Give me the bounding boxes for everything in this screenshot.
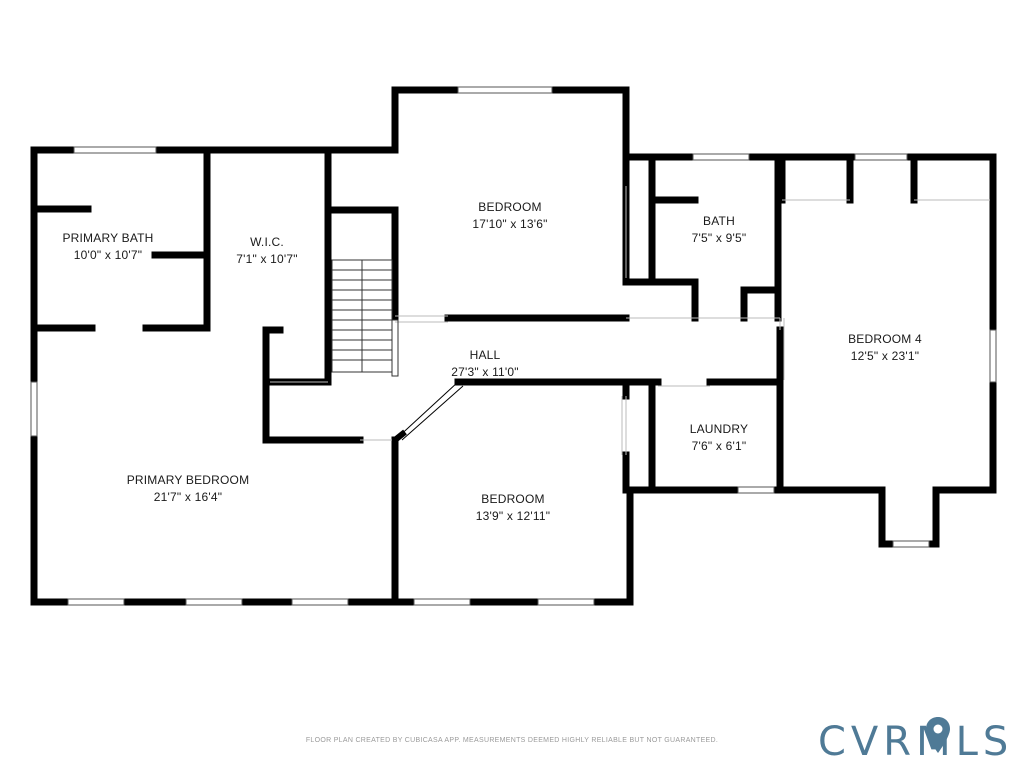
window [737,486,775,494]
room-labels: PRIMARY BATH 10'0" x 10'7" W.I.C. 7'1" x… [62,200,922,523]
window [185,598,243,606]
primary-bath-name: PRIMARY BATH [62,231,153,245]
hall-name: HALL [470,348,501,362]
laundry-name: LAUNDRY [690,422,749,436]
walls [30,86,997,606]
exterior-wall-south-east [391,486,634,606]
window [989,329,997,383]
bedroom-bottom-dims: 13'9" x 12'11" [476,509,550,523]
wic-dims: 7'1" x 10'7" [236,252,298,266]
window [854,153,908,161]
bath-linen [740,286,782,322]
window [537,598,595,606]
angled-wall [394,381,464,441]
bath-closet [622,278,699,322]
thin-lines [270,186,990,455]
bath-name: BATH [703,214,735,228]
exterior-wall-west [30,146,399,606]
cvrmls-logo-text: CVRMLS [818,719,1013,765]
staircase [331,259,399,377]
primary-bedroom-dims: 21'7" x 16'4" [154,490,222,504]
bath-dims: 7'5" x 9'5" [692,231,747,245]
windows [30,86,997,606]
bedroom4-dims: 12'5" x 23'1" [851,349,919,363]
hall-dims: 27'3" x 11'0" [451,365,519,379]
window [413,598,471,606]
window [73,146,157,154]
location-pin-icon [926,717,950,753]
window [291,598,349,606]
bedroom4-name: BEDROOM 4 [848,332,922,346]
bedroom-top-dims: 17'10" x 13'6" [472,217,547,231]
cvrmls-logo: CVRMLS [818,717,1013,765]
bedroom-bottom-name: BEDROOM [481,492,544,506]
primary-bedroom-name: PRIMARY BEDROOM [127,473,250,487]
primary-bath-dims: 10'0" x 10'7" [74,248,142,262]
window [67,598,125,606]
angled-wall-thick [393,429,407,443]
exterior-wall-north-west [30,86,997,548]
window [457,86,553,94]
floor-plan-disclaimer: FLOOR PLAN CREATED BY CUBICASA APP. MEAS… [305,737,719,744]
window [892,540,930,548]
bedroom-top-name: BEDROOM [478,200,541,214]
window [692,153,750,161]
wic-name: W.I.C. [250,235,284,249]
window [30,381,38,437]
laundry-dims: 7'6" x 6'1" [692,439,747,453]
